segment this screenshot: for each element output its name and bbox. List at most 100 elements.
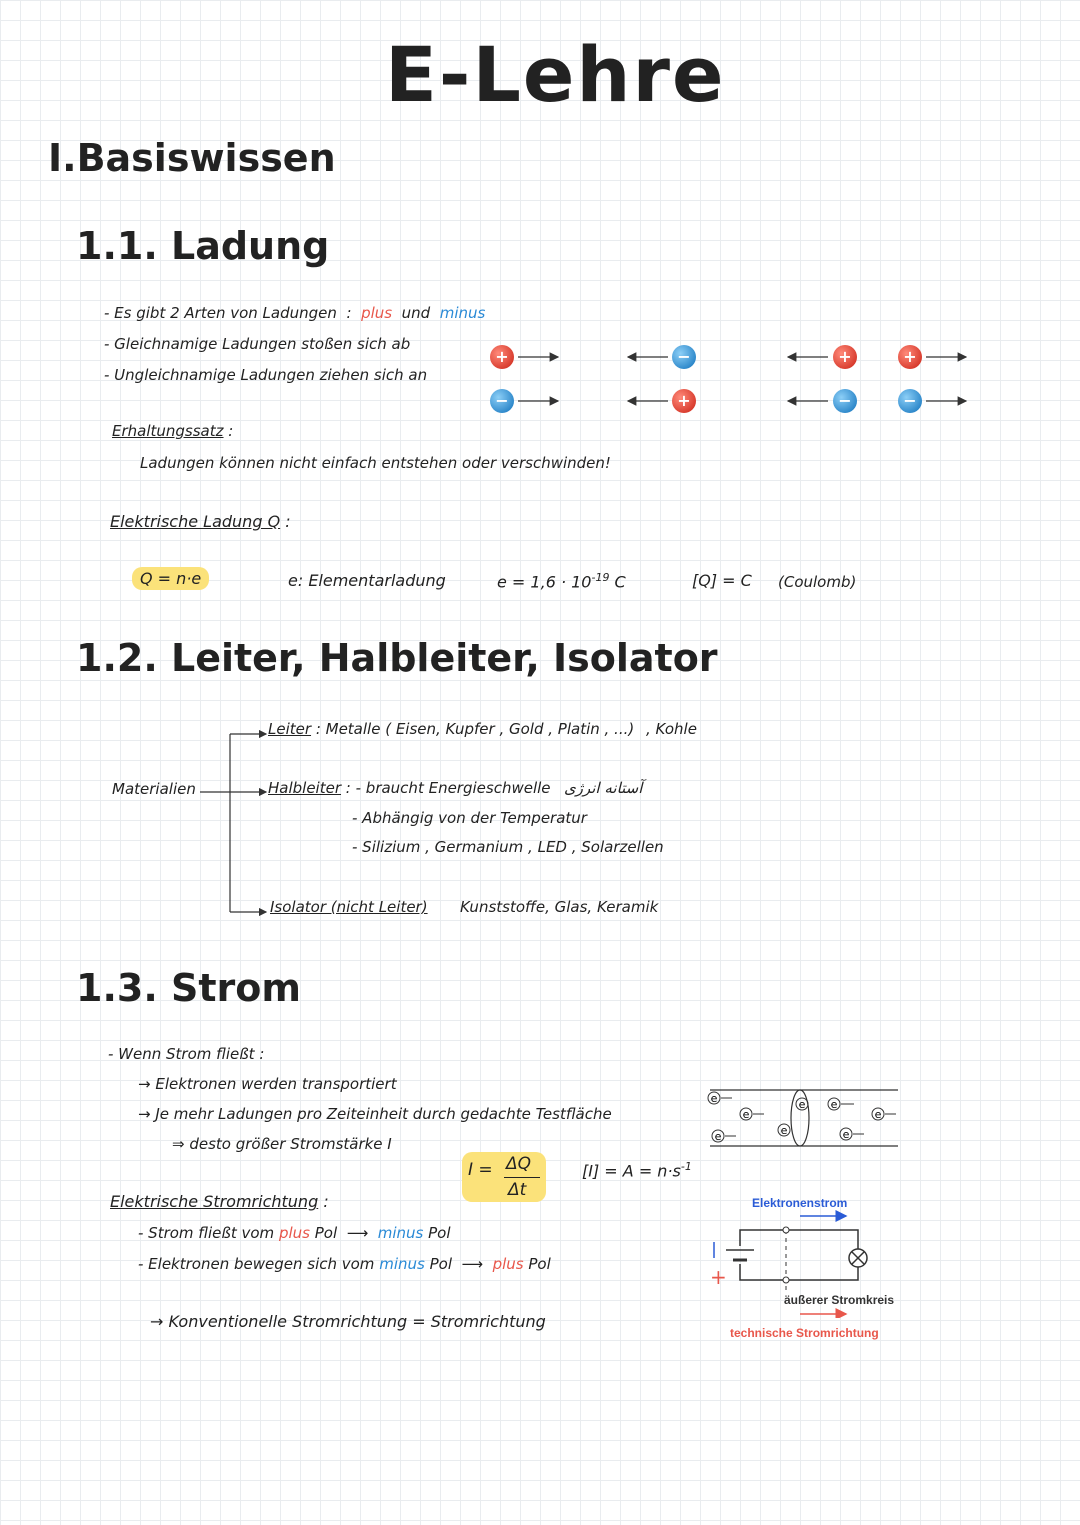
leiter-row: Leiter : Metalle ( Eisen, Kupfer , Gold … bbox=[268, 720, 634, 738]
formula-q-highlight: Q = n·e bbox=[132, 567, 210, 590]
electron-icon: e bbox=[831, 1098, 838, 1111]
elektrische-ladung-label: Elektrische Ladung Q : bbox=[110, 512, 291, 531]
bullet-1-text: - Es gibt 2 Arten von Ladungen bbox=[104, 304, 337, 322]
plus-sign: + bbox=[495, 347, 508, 366]
elektronenstrom-label: Elektronenstrom bbox=[752, 1196, 848, 1210]
e-value-unit: C bbox=[614, 572, 626, 592]
r1-text: - Strom fließt vom bbox=[138, 1224, 275, 1242]
erhaltungssatz-label: Erhaltungssatz : bbox=[112, 422, 233, 440]
negative-charge-icon bbox=[833, 389, 857, 413]
minus-sign: − bbox=[495, 391, 508, 410]
e-value-base: e = 1,6 · 10 bbox=[497, 572, 592, 592]
formula-q: Q = n·e bbox=[132, 567, 210, 590]
r1-pol: Pol bbox=[314, 1224, 338, 1242]
stromrichtung-label: Elektrische Stromrichtung : bbox=[110, 1192, 329, 1211]
strom-point-2: → Je mehr Ladungen pro Zeiteinheit durch… bbox=[138, 1105, 612, 1123]
aeusserer-stromkreis-label: äußerer Stromkreis bbox=[784, 1293, 895, 1307]
plus-sign: + bbox=[677, 391, 690, 410]
stromrichtung-text: Elektrische Stromrichtung bbox=[110, 1192, 319, 1211]
e-value-exponent: -19 bbox=[591, 571, 610, 584]
r2-minus: minus bbox=[379, 1255, 425, 1273]
konventionelle-stromrichtung: → Konventionelle Stromrichtung = Stromri… bbox=[150, 1312, 546, 1331]
circuit-wire-bottom bbox=[739, 1264, 859, 1281]
elementarladung-value: e = 1,6 · 10-19 C bbox=[497, 571, 626, 591]
minus-sign: − bbox=[903, 391, 916, 410]
section-heading-basiswissen: I.Basiswissen bbox=[48, 136, 336, 180]
arrow-right-icon: ⟶ bbox=[461, 1255, 484, 1273]
formula-current-left: I = bbox=[468, 1160, 493, 1180]
heading-ladung: 1.1. Ladung bbox=[76, 224, 330, 268]
colon: : bbox=[323, 1192, 329, 1211]
electron-icon: e bbox=[781, 1124, 788, 1137]
current-unit: [I] = A = n·s-1 bbox=[582, 1160, 692, 1180]
test-surface-icon bbox=[790, 1089, 810, 1147]
colon: : bbox=[285, 512, 291, 531]
electron-icon: e bbox=[799, 1098, 806, 1111]
electron-icon: e bbox=[843, 1128, 850, 1141]
halbleiter-label: Halbleiter bbox=[268, 779, 342, 797]
positive-charge-icon bbox=[672, 389, 696, 413]
repel-pair-diagram: − + bbox=[626, 345, 696, 413]
materialien-label: Materialien bbox=[112, 780, 196, 798]
electron-flow-diagram: e e e e e e e e bbox=[707, 1089, 898, 1147]
kohle-text: , Kohle bbox=[646, 720, 697, 738]
r1-pol-2: Pol bbox=[428, 1224, 451, 1242]
current-unit-base: [I] = A = n·s bbox=[582, 1161, 681, 1181]
halbleiter-line-2: - Abhängig von der Temperatur bbox=[352, 809, 587, 827]
stromrichtung-row-2: - Elektronen bewegen sich vom minus Pol … bbox=[138, 1255, 551, 1273]
ladung-bullet-2: - Gleichnamige Ladungen stoßen sich ab bbox=[104, 335, 411, 353]
heading-leiter: 1.2. Leiter, Halbleiter, Isolator bbox=[76, 636, 718, 680]
halbleiter-row: Halbleiter : - braucht Energieschwelle bbox=[268, 779, 551, 797]
minus-sign: − bbox=[677, 347, 690, 366]
electron-icon: e bbox=[743, 1108, 750, 1121]
plus-sign: + bbox=[838, 347, 851, 366]
word-plus: plus bbox=[361, 304, 393, 322]
formula-current-numerator: ΔQ bbox=[506, 1154, 532, 1174]
isolator-label: Isolator (nicht Leiter) bbox=[270, 898, 428, 916]
r1-minus: minus bbox=[377, 1224, 424, 1242]
minus-sign: − bbox=[838, 391, 851, 410]
positive-charge-icon bbox=[898, 345, 922, 369]
negative-charge-icon bbox=[490, 389, 514, 413]
r1-plus: plus bbox=[278, 1224, 310, 1242]
plus-sign: + bbox=[903, 347, 916, 366]
charge-interaction-diagram: + − − + + + − − bbox=[490, 345, 968, 413]
word-minus: minus bbox=[439, 304, 486, 322]
arabic-note: آستانه انرژی bbox=[564, 779, 643, 797]
attract-pair-diagram: + + − − bbox=[786, 345, 968, 413]
erhaltungssatz-text: Erhaltungssatz bbox=[112, 422, 224, 440]
erhaltungssatz-statement: Ladungen können nicht einfach entstehen … bbox=[140, 454, 611, 472]
bullet-1-colon: : bbox=[346, 304, 352, 322]
technische-stromrichtung-label: technische Stromrichtung bbox=[730, 1326, 879, 1340]
current-unit-exponent: -1 bbox=[680, 1160, 692, 1173]
plus-terminal-icon: + bbox=[710, 1265, 727, 1289]
halbleiter-line-1: : - braucht Energieschwelle bbox=[345, 779, 551, 797]
r2-plus: plus bbox=[492, 1255, 524, 1273]
coulomb-label: (Coulomb) bbox=[778, 573, 857, 591]
halbleiter-line-3: - Silizium , Germanium , LED , Solarzell… bbox=[352, 838, 664, 856]
arrow-right-icon: ⟶ bbox=[346, 1224, 369, 1242]
stromrichtung-row-1: - Strom fließt vom plus Pol ⟶ minus Pol bbox=[138, 1224, 451, 1242]
negative-charge-icon bbox=[672, 345, 696, 369]
leiter-text: : Metalle ( Eisen, Kupfer , Gold , Plati… bbox=[315, 720, 635, 738]
electron-icon: e bbox=[715, 1130, 722, 1143]
heading-strom: 1.3. Strom bbox=[76, 966, 301, 1010]
colon: : bbox=[228, 422, 234, 440]
isolator-text: Kunststoffe, Glas, Keramik bbox=[460, 898, 659, 916]
leiter-label: Leiter bbox=[268, 720, 312, 738]
strom-point-1: → Elektronen werden transportiert bbox=[138, 1075, 397, 1093]
positive-charge-icon bbox=[833, 345, 857, 369]
isolator-row: Isolator (nicht Leiter) bbox=[270, 898, 428, 916]
repel-pair-diagram: + − bbox=[490, 345, 560, 413]
wenn-strom-fliesst: - Wenn Strom fließt : bbox=[108, 1045, 265, 1063]
r2-text: - Elektronen bewegen sich vom bbox=[138, 1255, 375, 1273]
r2-pol: Pol bbox=[429, 1255, 452, 1273]
word-und: und bbox=[401, 304, 431, 322]
material-tree-diagram bbox=[200, 729, 268, 917]
electron-icon: e bbox=[875, 1108, 882, 1121]
positive-charge-icon bbox=[490, 345, 514, 369]
r2-pol-2: Pol bbox=[528, 1255, 551, 1273]
charge-unit: [Q] = C bbox=[692, 571, 752, 590]
page-title: E-Lehre bbox=[385, 30, 726, 119]
elementarladung-def: e: Elementarladung bbox=[288, 571, 446, 590]
